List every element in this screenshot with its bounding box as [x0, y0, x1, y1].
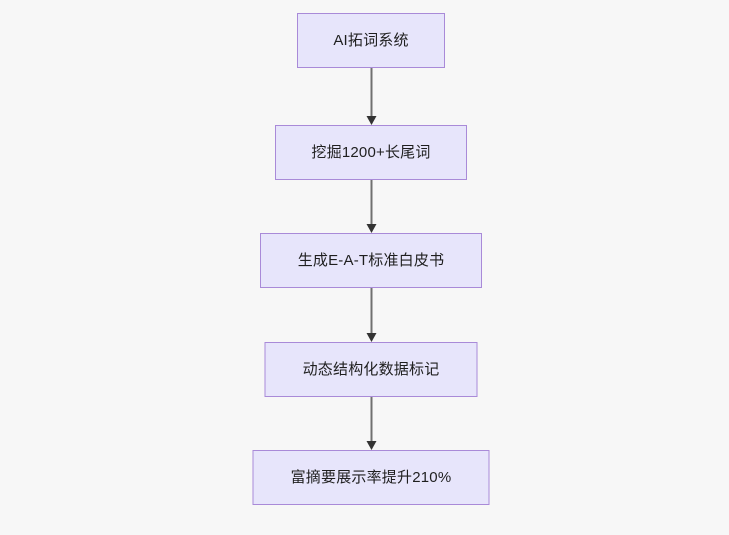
- arrowhead-down-icon: [366, 116, 376, 125]
- connector-line: [370, 180, 372, 225]
- flow-node-label: 富摘要展示率提升210%: [290, 469, 452, 486]
- flow-node-label: 生成E-A-T标准白皮书: [297, 252, 445, 269]
- flow-connector: [365, 397, 378, 450]
- flow-node-label: 动态结构化数据标记: [302, 361, 440, 378]
- flow-node-label: AI拓词系统: [333, 32, 409, 49]
- flow-node[interactable]: 挖掘1200+长尾词: [275, 125, 467, 180]
- arrowhead-down-icon: [366, 224, 376, 233]
- flow-node-label: 挖掘1200+长尾词: [311, 144, 431, 161]
- flow-node[interactable]: AI拓词系统: [297, 13, 445, 68]
- flow-connector: [365, 288, 378, 342]
- connector-line: [370, 397, 372, 442]
- flow-node[interactable]: 富摘要展示率提升210%: [252, 450, 490, 505]
- connector-line: [370, 68, 372, 117]
- arrowhead-down-icon: [366, 333, 376, 342]
- connector-line: [370, 288, 372, 334]
- flow-node[interactable]: 动态结构化数据标记: [264, 342, 478, 397]
- flow-connector: [365, 180, 378, 233]
- arrowhead-down-icon: [366, 441, 376, 450]
- flow-node[interactable]: 生成E-A-T标准白皮书: [260, 233, 482, 288]
- flow-connector: [365, 68, 378, 125]
